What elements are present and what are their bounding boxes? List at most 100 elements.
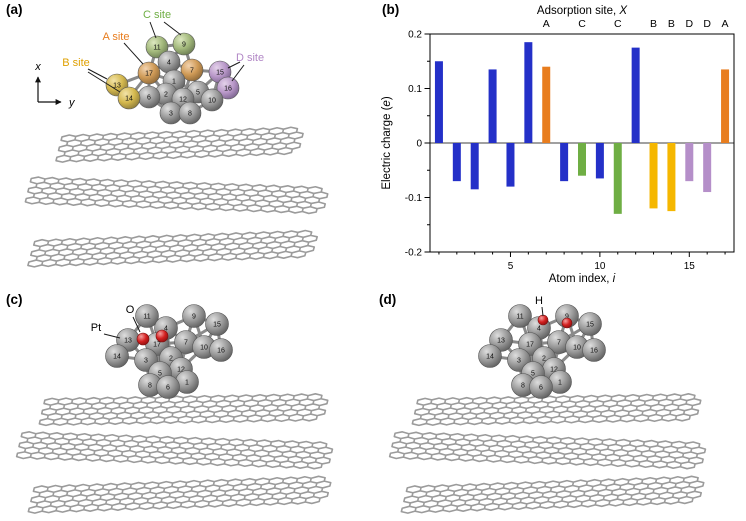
adsorbate-atom (561, 317, 573, 329)
atom-number: 3 (517, 358, 521, 365)
site-annotation-lines (87, 21, 245, 93)
graphene-sheet (28, 476, 332, 514)
y-axis-letter: y (68, 97, 76, 109)
adsorbate-atom (136, 332, 150, 346)
atom-sphere (209, 338, 233, 362)
site-letter: D (703, 18, 711, 30)
atom-number: 8 (188, 111, 192, 118)
atom-sphere (478, 344, 502, 368)
site-letter: C (578, 18, 586, 30)
atom-sphere (117, 86, 141, 110)
atom-number: 7 (184, 340, 188, 347)
pt-label: Pt (91, 322, 101, 334)
panel-label-d: (d) (379, 292, 397, 307)
atom-number: 11 (516, 314, 523, 321)
atom-number: 16 (590, 348, 598, 355)
atom-number: 1 (185, 380, 189, 387)
atom-sphere (172, 32, 196, 56)
atom-sphere (156, 375, 180, 399)
bar-atom-6 (524, 42, 533, 143)
atom-number: 13 (113, 83, 121, 90)
panel-label-c: (c) (6, 292, 23, 307)
atom-number: 1 (558, 380, 562, 387)
bar-atom-1 (434, 61, 443, 143)
y-tick-label: 0.1 (408, 84, 422, 95)
atom-sphere (529, 375, 553, 399)
x-tick-label: 15 (684, 261, 696, 272)
atom-number: 14 (486, 354, 494, 361)
atom-number: 10 (573, 345, 581, 352)
atom-number: 6 (147, 95, 151, 102)
atom-sphere (178, 101, 202, 125)
atom-number: 15 (586, 322, 594, 329)
atom-number: 6 (166, 385, 170, 392)
atom-number: 5 (158, 371, 162, 378)
panel-label-a: (a) (6, 2, 23, 17)
bar-atom-12 (631, 47, 640, 143)
atom-number: 12 (179, 97, 187, 104)
atom-number: 5 (196, 90, 200, 97)
atom-number: 10 (200, 345, 208, 352)
atom-sphere (105, 344, 129, 368)
atom-number: 8 (521, 383, 525, 390)
atom-number: 9 (182, 42, 186, 49)
site-letter: C (614, 18, 622, 30)
atom-sphere (578, 312, 602, 336)
atom-sphere (180, 58, 204, 82)
atom-number: 15 (216, 70, 224, 77)
atom-number: 5 (531, 371, 535, 378)
graphene-layers-c (16, 394, 334, 514)
annotation-lines-c (103, 316, 141, 339)
atom-number: 7 (557, 340, 561, 347)
site-letter: A (722, 18, 729, 30)
atom-number: 9 (565, 314, 569, 321)
atom-number: 4 (167, 60, 171, 67)
d-site-label: D site (236, 52, 264, 64)
graphene-sheet (389, 432, 707, 470)
atom-number: 4 (164, 326, 168, 333)
b-site-label: B site (62, 57, 90, 69)
bar-atom-15 (685, 143, 694, 182)
charge-bar-chart: Adsorption site, X Electric charge (e) A… (381, 5, 735, 285)
x-axis-title: Atom index, i (549, 273, 616, 285)
y-tick-label: -0.2 (405, 248, 423, 259)
atom-sphere (145, 35, 169, 59)
site-letter: A (543, 18, 550, 30)
bar-atom-14 (667, 143, 676, 212)
adsorbate-atom (155, 329, 169, 343)
atom-number: 13 (497, 338, 505, 345)
atom-number: 12 (550, 367, 558, 374)
x-axis-letter: x (34, 61, 41, 73)
graphene-sheet (412, 394, 702, 426)
c-site-label: C site (143, 9, 171, 21)
atom-number: 1 (172, 79, 176, 86)
site-letter: B (668, 18, 675, 30)
atom-sphere (182, 304, 206, 328)
bar-atom-16 (703, 143, 712, 193)
atom-number: 16 (224, 86, 232, 93)
atom-number: 14 (125, 96, 133, 103)
graphene-sheet (56, 127, 305, 163)
panel-label-b: (b) (382, 2, 400, 17)
a-site-label: A site (103, 31, 130, 43)
bar-atom-13 (649, 143, 658, 209)
bar-atom-9 (578, 143, 586, 176)
bar-atom-2 (452, 143, 461, 182)
atom-number: 17 (153, 342, 161, 349)
y-tick-label: 0 (416, 139, 422, 150)
atom-number: 11 (143, 314, 150, 321)
atom-sphere (508, 304, 532, 328)
bar-atom-10 (595, 143, 604, 179)
atom-number: 2 (169, 356, 173, 363)
y-axis-title: Electric charge (e) (381, 96, 393, 190)
y-tick-label: -0.1 (405, 193, 423, 204)
atom-sphere (216, 76, 240, 100)
hydrogen-label: H (535, 295, 543, 307)
graphene-layers-d (389, 394, 707, 514)
